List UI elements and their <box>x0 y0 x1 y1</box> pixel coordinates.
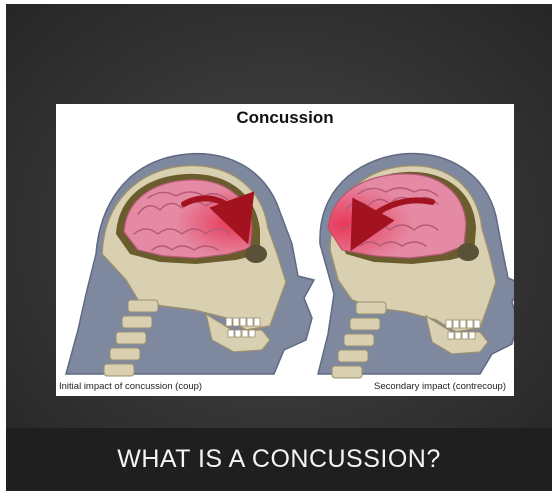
right-head <box>318 154 514 378</box>
image-frame: Concussion Initial impact of concussion … <box>6 4 552 491</box>
concussion-diagram <box>56 104 514 396</box>
left-head <box>66 154 314 376</box>
title-banner: WHAT IS A CONCUSSION? <box>6 428 552 491</box>
banner-title: WHAT IS A CONCUSSION? <box>117 445 441 474</box>
caption-coup: Initial impact of concussion (coup) <box>59 381 202 392</box>
slide-background: Concussion Initial impact of concussion … <box>6 4 552 428</box>
concussion-illustration: Concussion Initial impact of concussion … <box>56 104 514 396</box>
illustration-title: Concussion <box>56 108 514 128</box>
caption-contrecoup: Secondary impact (contrecoup) <box>374 381 506 392</box>
